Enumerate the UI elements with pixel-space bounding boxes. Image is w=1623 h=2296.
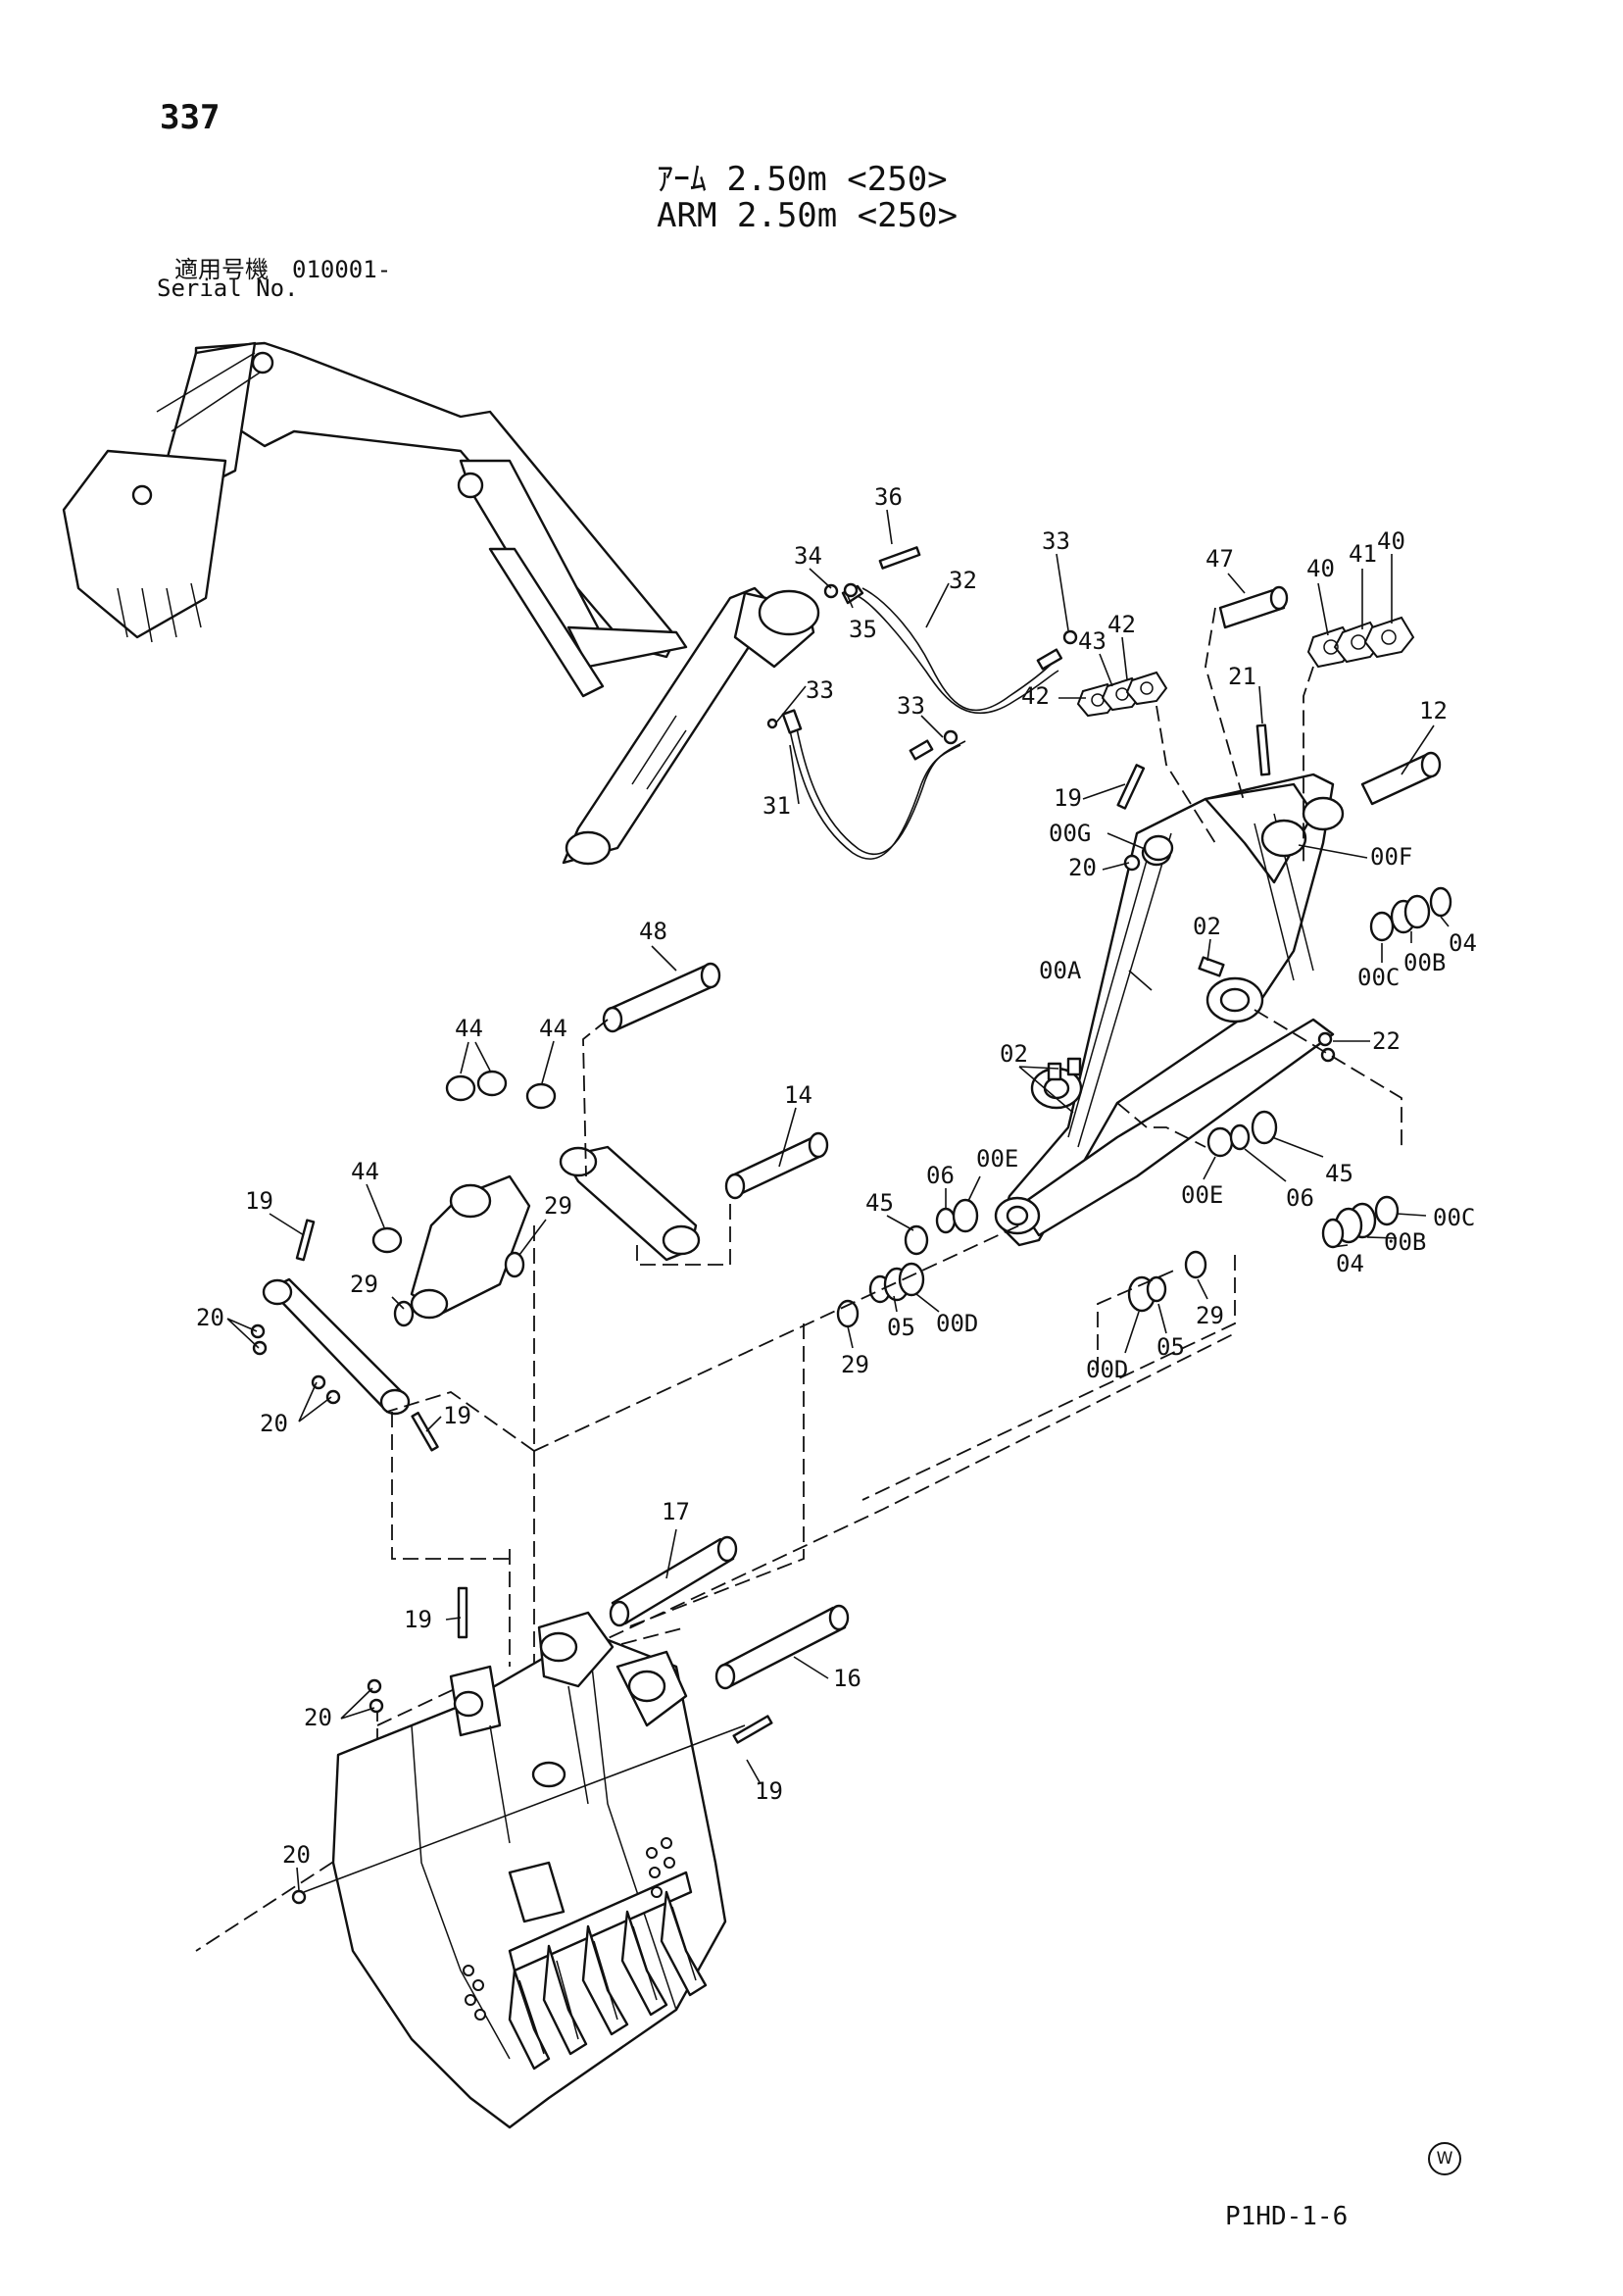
- bucket: [291, 1586, 773, 2129]
- callout-05-left: 05: [887, 1314, 915, 1341]
- callout-20-bucket-bottom: 20: [282, 1841, 311, 1869]
- callout-43: 43: [1078, 627, 1107, 655]
- bucket-cylinder: [562, 586, 820, 866]
- callout-21: 21: [1228, 663, 1256, 690]
- callout-00E-right: 00E: [1181, 1181, 1223, 1209]
- callout-36: 36: [874, 483, 903, 511]
- callout-22: 22: [1372, 1027, 1401, 1055]
- callout-00D-right: 00D: [1086, 1356, 1128, 1383]
- callout-40-right: 40: [1377, 527, 1405, 555]
- w-mark-symbol: W: [1428, 2142, 1461, 2175]
- callout-41: 41: [1349, 540, 1377, 568]
- callout-29-left: 29: [841, 1351, 869, 1378]
- callout-44-top-left: 44: [455, 1015, 483, 1042]
- callout-33-middle: 33: [806, 676, 834, 704]
- callout-00B-lower: 00B: [1384, 1228, 1426, 1256]
- callout-19-link-lower: 19: [443, 1402, 471, 1429]
- callout-31: 31: [762, 792, 791, 820]
- arm-pins-and-shims: [1076, 585, 1442, 872]
- callout-00F: 00F: [1370, 843, 1412, 871]
- callout-labels: 36 34 33 32 35 33 33 31 47 40 41 40 43 4…: [196, 483, 1477, 1891]
- callout-14: 14: [784, 1081, 812, 1109]
- callout-02-upper: 02: [1193, 913, 1221, 940]
- callout-33-upper: 33: [1042, 527, 1070, 555]
- overview-machine-drawing: [62, 341, 688, 698]
- callout-06-left: 06: [926, 1162, 955, 1189]
- callout-47: 47: [1205, 545, 1234, 573]
- callout-20-link-upper: 20: [196, 1304, 224, 1331]
- callout-00B-upper: 00B: [1403, 949, 1446, 976]
- callout-06-right: 06: [1286, 1184, 1314, 1212]
- callout-44-left: 44: [351, 1158, 379, 1185]
- callout-00E-left: 00E: [976, 1145, 1018, 1173]
- callout-35: 35: [849, 616, 877, 643]
- callout-19-bucket-right: 19: [755, 1777, 783, 1805]
- callout-00C-upper: 00C: [1357, 964, 1400, 991]
- callout-29-right: 29: [1196, 1302, 1224, 1329]
- callout-00G: 00G: [1049, 820, 1091, 847]
- callout-20-bucket-top: 20: [304, 1704, 332, 1731]
- callout-04-lower: 04: [1336, 1250, 1364, 1277]
- page-title-japanese: ｱｰﾑ 2.50m <250>: [657, 160, 948, 199]
- callout-17: 17: [662, 1498, 690, 1525]
- page-title-english: ARM 2.50m <250>: [657, 196, 959, 235]
- callout-00D-left: 00D: [936, 1310, 978, 1337]
- link-pins-and-links: [250, 962, 829, 1452]
- callout-04-upper: 04: [1449, 929, 1477, 957]
- arm-seals-right-upper: [1317, 886, 1452, 1063]
- serial-label-english: Serial No.: [157, 275, 299, 302]
- callout-19-arm: 19: [1054, 784, 1082, 812]
- callout-20-arm: 20: [1068, 854, 1097, 881]
- callout-48: 48: [639, 918, 667, 945]
- callout-29-link: 29: [350, 1271, 378, 1298]
- callout-19-bucket-top: 19: [404, 1606, 432, 1633]
- serial-label-japanese: 適用号機 010001-: [174, 256, 392, 283]
- callout-42-left: 42: [1021, 682, 1050, 710]
- callout-19-link: 19: [245, 1187, 273, 1215]
- callout-16: 16: [833, 1665, 861, 1692]
- hydraulic-hoses: [766, 546, 1078, 860]
- callout-34: 34: [794, 542, 822, 570]
- bucket-pins: [609, 1535, 850, 1690]
- callout-00C-lower: 00C: [1433, 1204, 1475, 1231]
- callout-33-right: 33: [897, 692, 925, 720]
- callout-00A: 00A: [1039, 957, 1082, 984]
- callout-44-top-right: 44: [539, 1015, 567, 1042]
- callout-40-left: 40: [1306, 555, 1335, 582]
- callout-20-link-lower: 20: [260, 1410, 288, 1437]
- drawing-code: P1HD-1-6: [1225, 2202, 1349, 2231]
- callout-42-top: 42: [1107, 611, 1136, 638]
- arm-structure: [994, 773, 1345, 1247]
- callout-32: 32: [949, 567, 977, 594]
- arm-seals-middle: [836, 1198, 1207, 1328]
- callout-12: 12: [1419, 697, 1448, 724]
- callout-02-lower: 02: [1000, 1040, 1028, 1068]
- arm-seals-right-middle: [1206, 1110, 1400, 1249]
- callout-45-left: 45: [865, 1189, 894, 1217]
- callout-29-upper: 29: [544, 1192, 572, 1220]
- page-number: 337: [160, 98, 221, 137]
- callout-45-right: 45: [1325, 1160, 1353, 1187]
- callout-05-right: 05: [1156, 1333, 1185, 1361]
